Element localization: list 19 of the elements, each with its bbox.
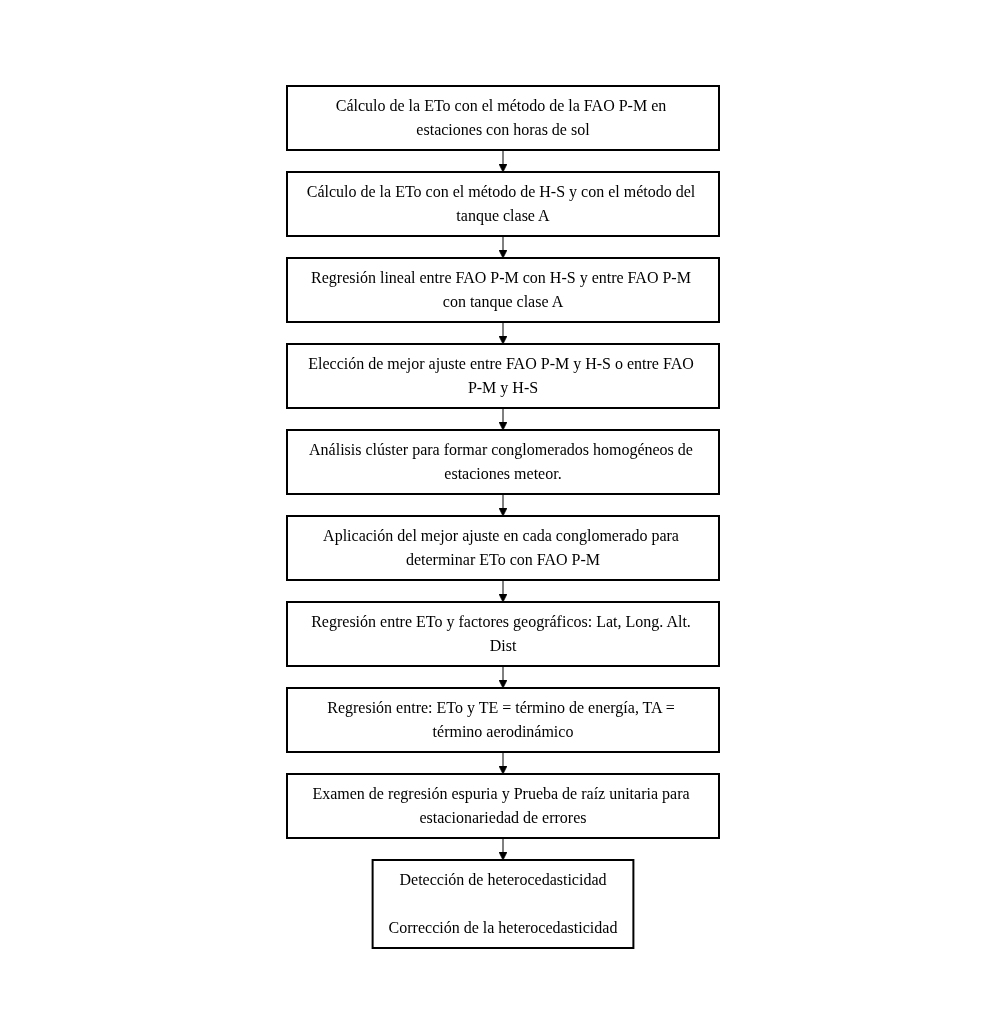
arrow: [498, 493, 507, 516]
arrow: [498, 321, 507, 344]
node-box: Cálculo de la ETo con el método de H-S y con el método del tanque clase A: [285, 170, 720, 237]
arrow: [498, 837, 507, 860]
arrow: [498, 149, 507, 172]
node-box: Regresión entre ETo y factores geográficos: Lat, Long. Alt. Dist: [285, 600, 720, 667]
node-box: Detección de heterocedasticidad Corrección de la heterocedasticidad: [371, 858, 634, 949]
node-box: Regresión lineal entre FAO P-M con H-S y entre FAO P-M con tanque clase A: [285, 256, 720, 323]
arrow: [498, 407, 507, 430]
arrow: [498, 235, 507, 258]
node-box: Cálculo de la ETo con el método de la FAO P-M en estaciones con horas de sol: [285, 84, 720, 151]
node-box: Elección de mejor ajuste entre FAO P-M y H-S o entre FAO P-M y H-S: [285, 342, 720, 409]
arrow: [498, 579, 507, 602]
node-box: Examen de regresión espuria y Prueba de raíz unitaria para estacionariedad de errores: [285, 772, 720, 839]
arrow: [498, 751, 507, 774]
node-box: Regresión entre: ETo y TE = término de energía, TA = término aerodinámico: [285, 686, 720, 753]
node-box: Aplicación del mejor ajuste en cada conglomerado para determinar ETo con FAO P-M: [285, 514, 720, 581]
node-box: Análisis clúster para formar conglomerados homogéneos de estaciones meteor.: [285, 428, 720, 495]
arrow: [498, 665, 507, 688]
